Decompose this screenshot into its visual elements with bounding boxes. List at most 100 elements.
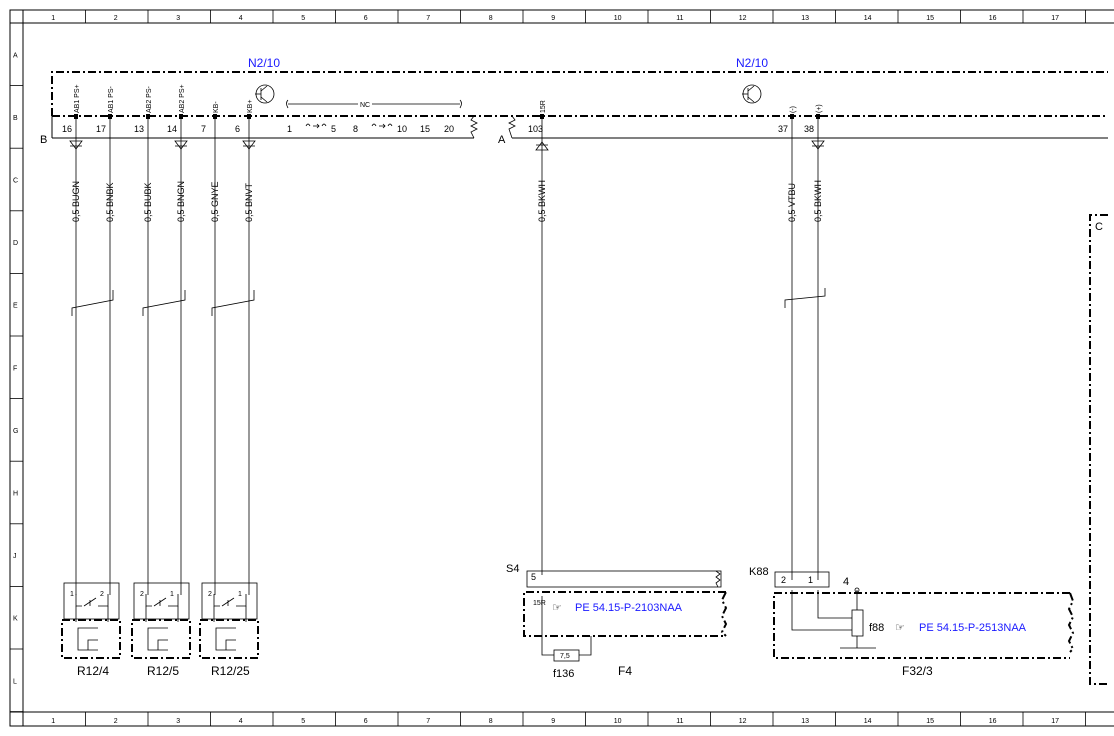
pin-number: 16: [62, 124, 72, 134]
sensor-pin-b: 1: [170, 591, 174, 598]
pin-contact: [790, 114, 794, 119]
ground-arrow-icon: [811, 140, 825, 150]
sensor-pin-b: 1: [238, 591, 242, 598]
pin-contact: [540, 114, 544, 119]
pin-signal-label: AB1 PS+: [74, 84, 81, 113]
pin-number: 13: [134, 124, 144, 134]
ruler-column-label: 16: [989, 718, 997, 725]
pin-contact: [74, 114, 78, 119]
pin-number: 6: [235, 124, 240, 134]
pin-37: (-)370,5 VTBU: [778, 106, 797, 580]
wire-color-label: 0,5 BNBK: [105, 182, 115, 222]
nc-pin-number: 10: [397, 124, 407, 134]
f4-ref-link[interactable]: PE 54.15-P-2103NAA: [575, 602, 683, 614]
nc-pin-number: 8: [353, 124, 358, 134]
wire-color-label: 0,5 BKWH: [537, 180, 547, 222]
wire-color-label: 0,5 BUGN: [71, 181, 81, 222]
connector-a-label: A: [498, 134, 506, 146]
pin-13: AB2 PS-130,5 BUBK: [134, 85, 153, 595]
ruler-column-label: 11: [676, 15, 683, 22]
pin-number: 38: [804, 124, 814, 134]
connector-a-break: [508, 115, 516, 139]
connector-b-break: [470, 115, 478, 139]
k88-pin-b: 1: [808, 575, 813, 585]
f136-fuse: [553, 649, 580, 662]
r12-5-name: R12/5: [147, 664, 179, 678]
wire-color-label: 0,5 BNVT: [244, 182, 254, 222]
ground-arrow-icon: [174, 140, 188, 150]
sensor-pin-b: 2: [100, 591, 104, 598]
nc-pin-number: 20: [444, 124, 454, 134]
feed-arrow-icon: [535, 141, 549, 151]
switch-leads: [213, 606, 247, 622]
ruler-column-label: 7: [426, 15, 430, 22]
k88-pin-a: 2: [781, 575, 786, 585]
nc-pin-number: 5: [331, 124, 336, 134]
pin-contact: [108, 114, 112, 119]
wire-color-label: 0,5 BNGN: [176, 181, 186, 222]
s4-pin: 5: [531, 572, 536, 582]
nc-pin-number: 15: [420, 124, 430, 134]
pin-signal-label: (+): [816, 104, 823, 113]
f88-wires: [791, 590, 876, 649]
heating-element-icon: [77, 627, 98, 651]
ruler-row-label: J: [13, 553, 17, 560]
ruler-row-label: D: [13, 240, 18, 247]
f32-3-name: F32/3: [902, 664, 933, 678]
sensor-switch-box: [133, 582, 190, 620]
sensor-body: [131, 619, 191, 659]
ruler-row-label: F: [13, 365, 17, 372]
f32-hand-icon: ☞: [895, 622, 905, 634]
heating-element-icon: [215, 627, 236, 651]
pin-6: KB+ 6 0,5 BNVT: [235, 100, 256, 595]
ruler-column-label: 12: [739, 15, 747, 22]
sensor-pin-a: 1: [70, 591, 74, 598]
pin-number: 37: [778, 124, 788, 134]
ruler-column-label: 3: [176, 718, 180, 725]
pin-14: AB2 PS+140,5 BNGN: [167, 84, 188, 595]
connector-c-label: C: [1095, 221, 1103, 233]
r12-25-name: R12/25: [211, 664, 250, 678]
ruler-column-label: 2: [114, 15, 118, 22]
pin-contact: [816, 114, 820, 119]
nc-pin-number: 1: [287, 124, 292, 134]
pin-contact: [146, 114, 150, 119]
pin-number: 17: [96, 124, 106, 134]
s4-connector: [526, 570, 722, 588]
connector-b-label: B: [40, 134, 47, 146]
f88-fuse: [851, 609, 864, 637]
module-title-left: N2/10: [248, 56, 280, 70]
pin-16: AB1 PS+ 16 0,5 BUGN: [62, 84, 83, 595]
ruler-column-label: 5: [301, 718, 305, 725]
ruler-column-label: 12: [739, 718, 747, 725]
ruler-column-label: 10: [614, 15, 622, 22]
f32-ref-link[interactable]: PE 54.15-P-2513NAA: [919, 622, 1027, 634]
ruler-row-label: A: [13, 52, 18, 59]
ruler-column-label: 1: [51, 718, 55, 725]
ruler-column-label: 17: [1051, 15, 1059, 22]
pin-signal-label: AB2 PS+: [179, 84, 186, 113]
heating-element-icon: [147, 627, 168, 651]
ruler-row-label: K: [13, 616, 18, 623]
pin-signal-label: KB+: [247, 100, 254, 113]
f136-rating: 7,5: [560, 653, 570, 660]
ruler-column-label: 15: [926, 718, 934, 725]
nc-bracket: [286, 99, 462, 109]
pin-signal-label: (-): [790, 106, 797, 113]
ruler-column-label: 10: [614, 718, 622, 725]
pin-contact: [247, 114, 251, 119]
pin-signal-label: AB1 PS-: [108, 85, 115, 113]
f4-hand-icon: ☞: [552, 602, 562, 614]
ruler-column-label: 9: [551, 718, 555, 725]
f136-name: f136: [553, 668, 574, 680]
ruler-row-label: E: [13, 303, 18, 310]
module-title-right: N2/10: [736, 56, 768, 70]
pin-17: AB1 PS- 17 0,5 BNBK: [96, 85, 115, 595]
ruler-column-label: 3: [176, 15, 180, 22]
ruler-column-label: 11: [676, 718, 683, 725]
r12-4-name: R12/4: [77, 664, 109, 678]
s4-name: S4: [506, 563, 519, 575]
